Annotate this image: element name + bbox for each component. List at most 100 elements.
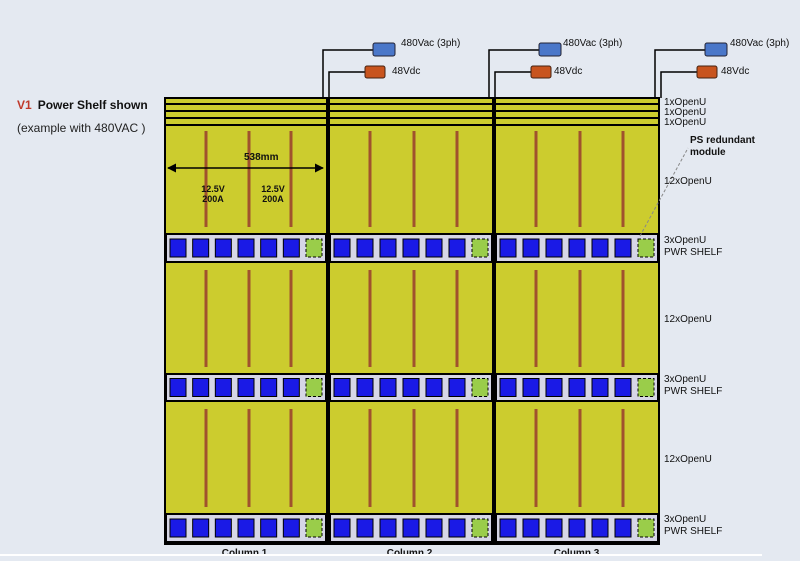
column-2-tray-1	[331, 126, 491, 232]
column-1-tray-1-busbar-3	[289, 131, 293, 227]
column-3-shelf-1-psu-4	[568, 238, 586, 258]
column-2-tray-2-busbar-2	[412, 270, 416, 367]
column-2-shelf-2-psu-redundant	[471, 378, 489, 397]
redundant-label-1: PS redundant	[690, 135, 756, 146]
column-3-shelf-3-psu-3	[545, 518, 563, 538]
column-1-dc-plug	[364, 65, 386, 79]
shelf3-label-1: 3xOpenU	[664, 514, 707, 525]
column-3-tray-3-busbar-3	[621, 409, 625, 507]
column-1-shelf-2-psu-6	[282, 378, 300, 397]
column-2-dc-cable	[494, 71, 531, 98]
column-3-shelf-3-psu-redundant	[637, 518, 655, 538]
column-1-shelf-3-psu-4	[237, 518, 255, 538]
column-3-tray-2	[497, 265, 657, 372]
column-2-tray-3-busbar-1	[368, 409, 372, 507]
column-1-tray-2-busbar-3	[289, 270, 293, 367]
column-3-shelf-1-psu-2	[522, 238, 540, 258]
column-3-shelf-2-psu-2	[522, 378, 540, 397]
column-2-tray-1-busbar-1	[368, 131, 372, 227]
column-3-shelf-2-psu-3	[545, 378, 563, 397]
column-3-dc-plug	[696, 65, 718, 79]
column-1-tray-2-busbar-2	[247, 270, 251, 367]
column-3-label: Column 3	[495, 548, 658, 559]
column-3-tray-2-busbar-2	[578, 270, 582, 367]
column-2-tray-3	[331, 404, 491, 512]
column-3-shelf-1-psu-3	[545, 238, 563, 258]
column-2-shelf-2-psu-6	[448, 378, 466, 397]
column-2-shelf-3-psu-3	[379, 518, 397, 538]
column-3-shelf-2-psu-redundant	[637, 378, 655, 397]
version-label: V1	[17, 98, 32, 112]
column-2-label: Column 2	[328, 548, 491, 559]
column-2-tray-2-busbar-1	[368, 270, 372, 367]
column-2-tray-2-busbar-3	[455, 270, 459, 367]
column-2-shelf-3-psu-5	[425, 518, 443, 538]
column-1-ac-plug	[372, 42, 396, 57]
column-1-shelf-2-psu-redundant	[305, 378, 323, 397]
column-3-tray-3	[497, 404, 657, 512]
col2-ac-label: 480Vac (3ph)	[563, 38, 623, 49]
column-1-tray-2-busbar-1	[204, 270, 208, 367]
column-3-shelf-3-psu-4	[568, 518, 586, 538]
col1-ac-label: 480Vac (3ph)	[401, 38, 461, 49]
column-2-shelf-3-psu-redundant	[471, 518, 489, 538]
column-1-shelf-1-psu-3	[214, 238, 232, 258]
column-2-ac-plug	[538, 42, 562, 57]
column-3-shelf-3-psu-5	[591, 518, 609, 538]
column-3-dc-cable	[660, 71, 697, 98]
col2-dc-label: 48Vdc	[554, 66, 583, 77]
column-2-shelf-1-psu-4	[402, 238, 420, 258]
shelf2-label-2: PWR SHELF	[664, 386, 723, 397]
column-1-shelf-3-psu-2	[192, 518, 210, 538]
label-1u-b: 1xOpenU	[664, 107, 707, 118]
column-1-shelf-1-psu-5	[260, 238, 278, 258]
column-3-ac-cable	[654, 49, 705, 98]
column-2-shelf-1-psu-redundant	[471, 238, 489, 258]
column-2-shelf-2-psu-4	[402, 378, 420, 397]
column-3-shelf-2-psu-5	[591, 378, 609, 397]
column-3-tray-1	[497, 126, 657, 232]
shelf1-label-1: 3xOpenU	[664, 235, 707, 246]
shelf1-label-2: PWR SHELF	[664, 247, 723, 258]
column-1-tray-1	[167, 126, 325, 232]
column-3-shelf-2-psu-1	[499, 378, 517, 397]
column-1-shelf-2-psu-1	[169, 378, 187, 397]
column-3-shelf-2-psu-6	[614, 378, 632, 397]
column-2-shelf-1-psu-6	[448, 238, 466, 258]
column-1-shelf-2-psu-2	[192, 378, 210, 397]
column-1-shelf-3-psu-3	[214, 518, 232, 538]
label-1u-c: 1xOpenU	[664, 117, 707, 128]
column-3-shelf-1-psu-1	[499, 238, 517, 258]
column-3-tray-1-busbar-1	[534, 131, 538, 227]
column-1-shelf-1-psu-4	[237, 238, 255, 258]
column-1-tray-1-busbar-2	[247, 131, 251, 227]
column-2-shelf-2-psu-1	[333, 378, 351, 397]
column-2-shelf-1-psu-3	[379, 238, 397, 258]
shelf2-label-1: 3xOpenU	[664, 374, 707, 385]
diagram-subtitle: (example with 480VAC )	[17, 121, 146, 135]
column-3-tray-2-busbar-3	[621, 270, 625, 367]
shelf3-label-2: PWR SHELF	[664, 526, 723, 537]
col1-dc-label: 48Vdc	[392, 66, 421, 77]
col3-ac-label: 480Vac (3ph)	[730, 38, 790, 49]
column-1-ac-cable	[322, 49, 373, 98]
rack-columns	[164, 97, 660, 545]
column-1-shelf-2-psu-3	[214, 378, 232, 397]
column-2-ac-cable	[488, 49, 539, 98]
column-2-shelf-1-psu-2	[356, 238, 374, 258]
column-1-shelf-3-psu-6	[282, 518, 300, 538]
column-3-tray-3-busbar-1	[534, 409, 538, 507]
redundant-pointer-line	[639, 147, 689, 237]
column-3-ac-plug	[704, 42, 728, 57]
redundant-label-2: module	[690, 147, 726, 158]
column-1-shelf-2-psu-4	[237, 378, 255, 397]
column-2-shelf-3-psu-2	[356, 518, 374, 538]
column-1-tray-3-busbar-3	[289, 409, 293, 507]
column-3-shelf-3-psu-2	[522, 518, 540, 538]
width-label: 538mm	[244, 152, 279, 163]
column-3-shelf-3-psu-1	[499, 518, 517, 538]
column-3-tray-3-busbar-2	[578, 409, 582, 507]
column-1-shelf-3-psu-1	[169, 518, 187, 538]
